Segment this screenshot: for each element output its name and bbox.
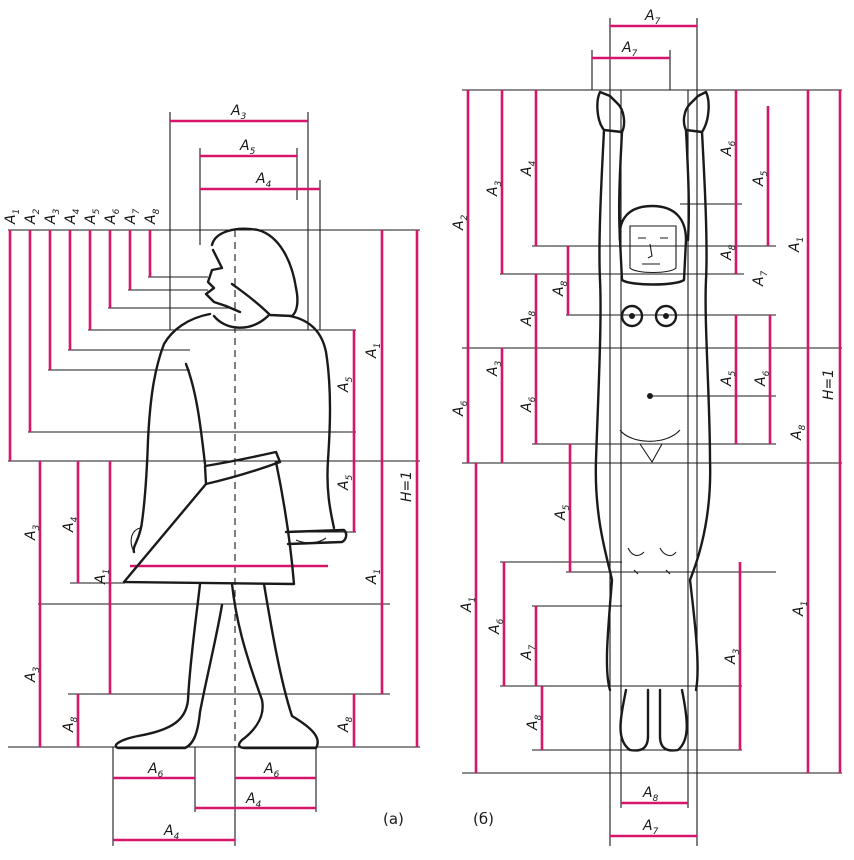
panel-b-labels: A7 A7 A8 A7 A2 A3 A4 A8 A8 A3 A6 A6 A5 A…	[451, 8, 837, 837]
label-a8-left: A8	[61, 716, 80, 733]
label-b-r-a8b: A8	[789, 424, 808, 441]
figure-b-body	[594, 278, 712, 692]
label-b-a7-bottom: A7	[642, 818, 659, 837]
label-b-r-a1b: A1	[791, 601, 810, 617]
label-b-r-a6: A6	[719, 140, 738, 157]
figure-b-pelvis	[619, 429, 681, 464]
label-b-r-a5b: A5	[719, 370, 738, 387]
label-a1-right-2: A1	[364, 569, 383, 585]
figure-b-face	[629, 225, 677, 274]
label-b-r-a6b: A6	[753, 370, 772, 387]
label-b-r-a1: A1	[787, 237, 806, 253]
panel-b-dimension-lines	[466, 24, 842, 838]
figure-b-feet	[619, 688, 688, 752]
figure-belt	[203, 450, 282, 486]
panel-a-dimension-lines	[8, 119, 419, 842]
label-a3-left-1: A3	[23, 524, 42, 541]
panel-a: A3 A5 A4 A1 A2 A3 A4 A5 A6 A7 A8 A1 A5 A…	[3, 103, 420, 846]
figure-b-breast-right	[654, 304, 678, 328]
label-a5-right-2: A5	[336, 474, 355, 491]
label-b-a3-2: A3	[485, 360, 504, 377]
label-b-a6-2: A6	[519, 396, 538, 413]
label-b-r-a5: A5	[751, 170, 770, 187]
label-a5-right-1: A5	[336, 376, 355, 393]
figure-b-hands	[596, 90, 710, 134]
figure-b-head	[618, 204, 688, 286]
label-h-b: H=1	[821, 369, 837, 400]
label-b-a1-left: A1	[459, 597, 478, 613]
figure-torso	[132, 312, 336, 554]
label-b-a3-1: A3	[485, 180, 504, 197]
label-a4-bottom-1: A4	[245, 791, 262, 810]
figure-b-nipple-left	[629, 313, 635, 319]
label-b-r-a3: A3	[723, 648, 742, 665]
label-top-a1: A1	[3, 209, 22, 225]
striding-figure	[114, 227, 348, 750]
panel-b-reference-lines	[462, 18, 842, 846]
label-b-a8-1: A8	[551, 280, 570, 297]
figure-legs	[114, 582, 319, 750]
panel-b: A7 A7 A8 A7 A2 A3 A4 A8 A8 A3 A6 A6 A5 A…	[451, 8, 842, 846]
label-b-r-a8: A8	[719, 244, 738, 261]
label-top-a4: A4	[63, 208, 82, 225]
figure-b-knees	[627, 547, 677, 575]
label-b-a8-3: A8	[525, 714, 544, 731]
label-b-a7-top-1: A7	[644, 8, 661, 27]
caption-a: (а)	[383, 810, 404, 828]
label-b-a7-top-2: A7	[621, 40, 638, 59]
figure-back-arm	[184, 362, 207, 466]
figure-hand-right	[295, 537, 327, 544]
figure-hand-left	[130, 521, 143, 553]
label-top-a5: A5	[83, 208, 102, 225]
label-a4-bottom-2: A4	[163, 823, 180, 842]
figure-b-navel	[647, 393, 653, 399]
label-b-a5-1: A5	[553, 504, 572, 521]
label-b-a4: A4	[519, 160, 538, 177]
label-top-a3: A3	[43, 208, 62, 225]
figure-b-breast-left	[620, 304, 644, 328]
label-b-a8-bottom: A8	[642, 785, 659, 804]
label-a1-right: A1	[364, 343, 383, 359]
label-top-a8: A8	[143, 208, 162, 225]
figure-staff	[284, 528, 348, 546]
label-b-a2: A2	[451, 214, 470, 231]
figure-head-wig	[204, 227, 299, 318]
label-a6-bottom-1: A6	[147, 761, 164, 780]
label-h-a: H=1	[399, 471, 415, 502]
label-b-r-a7: A7	[751, 270, 770, 287]
label-b-a8-2: A8	[519, 310, 538, 327]
label-a3-top: A3	[230, 103, 247, 122]
label-a5-top: A5	[239, 138, 256, 157]
label-a6-bottom-2: A6	[263, 761, 280, 780]
label-b-a6-1: A6	[451, 400, 470, 417]
label-a4-top: A4	[255, 171, 272, 190]
figure-collar	[212, 314, 270, 329]
standing-figure-frontal	[594, 90, 712, 752]
label-a1-left: A1	[93, 569, 112, 585]
label-b-a6-3: A6	[487, 618, 506, 635]
label-b-a7-1: A7	[519, 644, 538, 661]
label-top-a6: A6	[103, 208, 122, 225]
caption-b: (б)	[473, 810, 494, 828]
label-a3-left-2: A3	[23, 666, 42, 683]
figure-kilt	[122, 460, 296, 586]
label-a8-right: A8	[336, 716, 355, 733]
label-top-a2: A2	[23, 208, 42, 225]
figure-b-raised-arms	[598, 128, 708, 282]
figure-b-nipple-right	[663, 313, 669, 319]
label-top-a7: A7	[123, 208, 142, 225]
panel-a-labels: A3 A5 A4 A1 A2 A3 A4 A5 A6 A7 A8 A1 A5 A…	[3, 103, 415, 842]
label-a4-left: A4	[61, 516, 80, 533]
